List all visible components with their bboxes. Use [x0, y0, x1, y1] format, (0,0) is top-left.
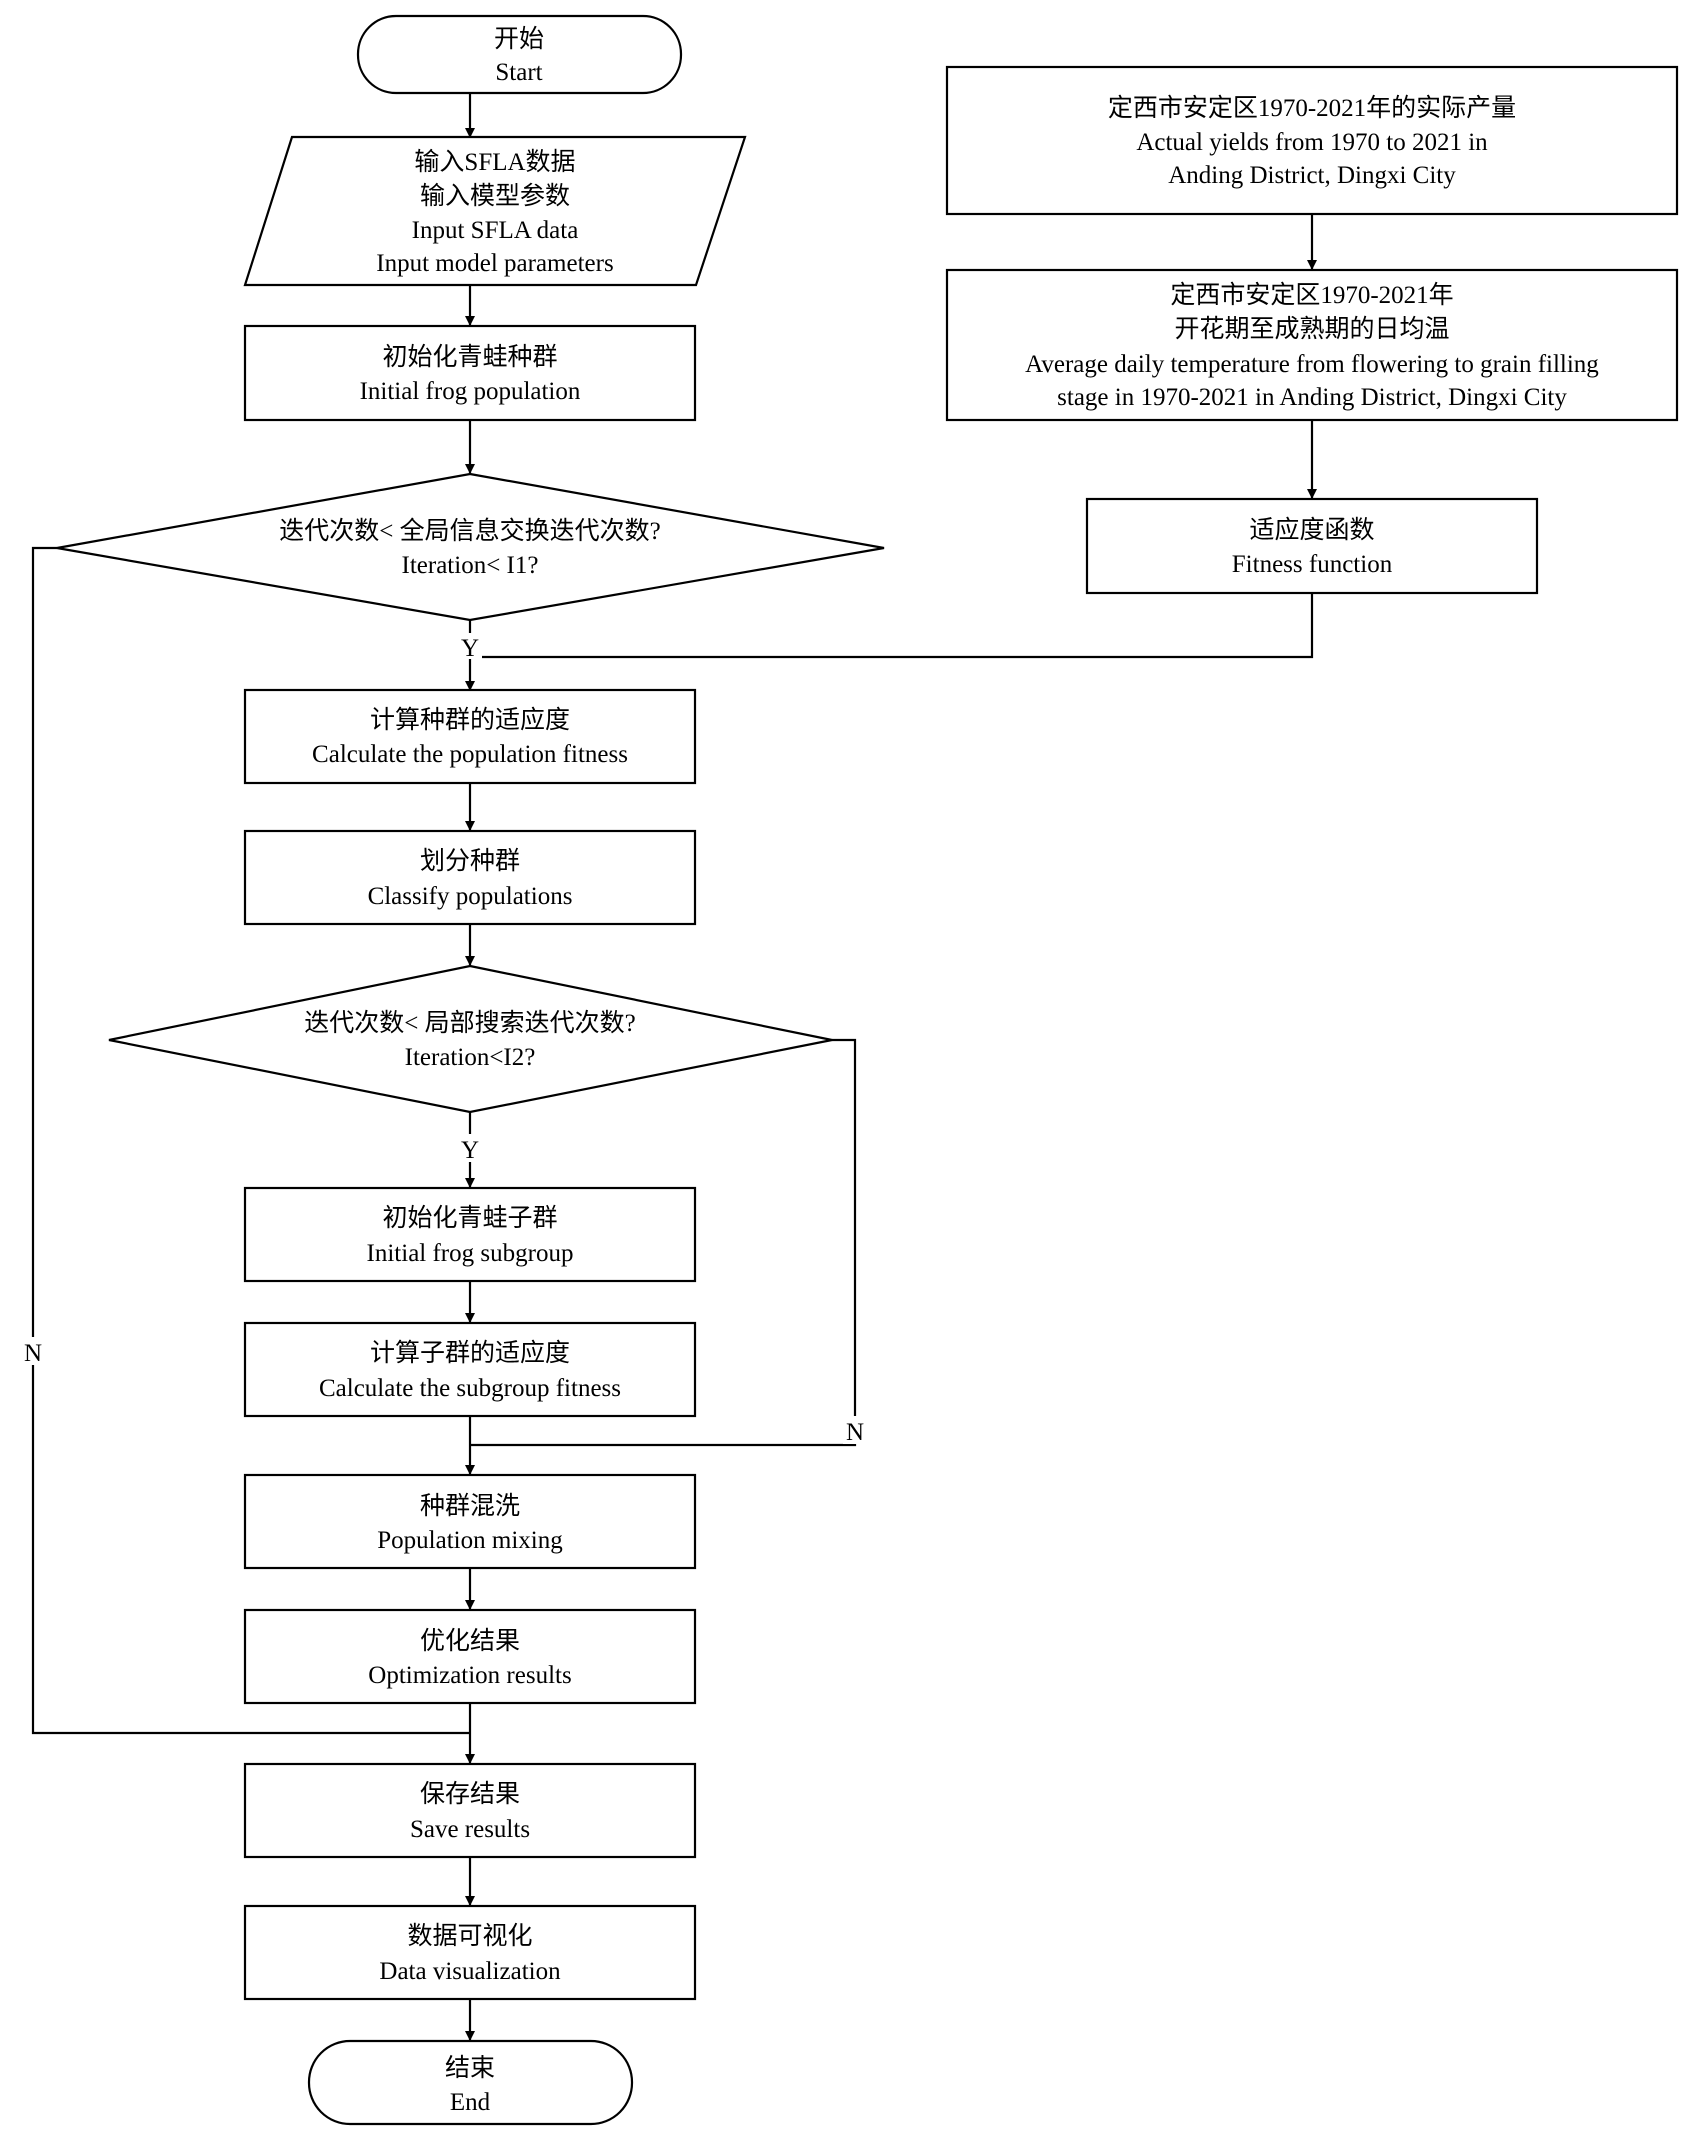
- label-global-no: N: [24, 1340, 42, 1367]
- fitness-function-label-zh: 适应度函数: [1249, 516, 1374, 544]
- decision-global-label-zh: 迭代次数< 全局信息交换迭代次数?: [279, 517, 660, 545]
- calc-population-fitness-label-en: Calculate the population fitness: [312, 741, 628, 768]
- label-global-yes: Y: [461, 635, 479, 662]
- end-node: 结束 End: [307, 2039, 634, 2126]
- save-node: 保存结果 Save results: [243, 1762, 697, 1859]
- mixing-node: 种群混洗 Population mixing: [243, 1473, 697, 1570]
- init-subgroup-label-en: Initial frog subgroup: [367, 1240, 574, 1267]
- end-label-zh: 结束: [445, 2054, 495, 2082]
- fitness-function-node: 适应度函数 Fitness function: [1085, 497, 1539, 595]
- init-subgroup-label-zh: 初始化青蛙子群: [382, 1204, 557, 1232]
- calc-subgroup-fitness-node: 计算子群的适应度 Calculate the subgroup fitness: [243, 1321, 697, 1418]
- connectors: [31, 93, 1317, 2041]
- start-label-zh: 开始: [494, 25, 544, 53]
- decision-local-label-zh: 迭代次数< 局部搜索迭代次数?: [304, 1009, 635, 1037]
- optimization-label-en: Optimization results: [368, 1662, 571, 1689]
- avg-temp-node: 定西市安定区1970-2021年 开花期至成熟期的日均温 Average dai…: [945, 268, 1679, 422]
- input-label-en2: Input model parameters: [376, 250, 613, 277]
- calc-population-fitness-label-zh: 计算种群的适应度: [370, 706, 570, 734]
- decision-local-label-en: Iteration<I2?: [405, 1044, 536, 1071]
- mixing-label-zh: 种群混洗: [420, 1492, 520, 1520]
- visualization-node: 数据可视化 Data visualization: [243, 1904, 697, 2001]
- edge-decision-global-no: [31, 546, 470, 1735]
- classify-node: 划分种群 Classify populations: [243, 829, 697, 926]
- avg-temp-label-zh1: 定西市安定区1970-2021年: [1170, 281, 1453, 309]
- actual-yields-label-en1: Actual yields from 1970 to 2021 in: [1136, 129, 1488, 156]
- decision-global-node: 迭代次数< 全局信息交换迭代次数? Iteration< I1?: [56, 472, 885, 622]
- decision-local-node: 迭代次数< 局部搜索迭代次数? Iteration<I2?: [108, 964, 833, 1114]
- input-node: 输入SFLA数据 输入模型参数 Input SFLA data Input mo…: [243, 135, 747, 287]
- init-population-label-en: Initial frog population: [360, 378, 581, 405]
- start-label-en: Start: [495, 59, 542, 86]
- calc-population-fitness-node: 计算种群的适应度 Calculate the population fitnes…: [243, 688, 697, 785]
- init-subgroup-node: 初始化青蛙子群 Initial frog subgroup: [243, 1186, 697, 1283]
- actual-yields-label-en2: Anding District, Dingxi City: [1168, 162, 1456, 189]
- optimization-node: 优化结果 Optimization results: [243, 1608, 697, 1705]
- edge-decision-local-no: [470, 1038, 857, 1447]
- input-label-zh1: 输入SFLA数据: [414, 148, 575, 176]
- avg-temp-label-zh2: 开花期至成熟期的日均温: [1174, 315, 1449, 343]
- optimization-label-zh: 优化结果: [420, 1627, 520, 1655]
- input-label-en1: Input SFLA data: [412, 217, 579, 244]
- init-population-node: 初始化青蛙种群 Initial frog population: [243, 324, 697, 422]
- start-node: 开始 Start: [356, 14, 683, 95]
- avg-temp-label-en2: stage in 1970-2021 in Anding District, D…: [1057, 384, 1567, 411]
- fitness-function-label-en: Fitness function: [1232, 551, 1393, 578]
- end-label-en: End: [450, 2089, 491, 2116]
- label-local-yes: Y: [461, 1137, 479, 1164]
- save-label-zh: 保存结果: [420, 1780, 520, 1808]
- visualization-label-zh: 数据可视化: [407, 1922, 532, 1950]
- actual-yields-label-zh: 定西市安定区1970-2021年的实际产量: [1108, 94, 1516, 122]
- edge-labels: Y N Y N: [21, 633, 867, 1446]
- input-label-zh2: 输入模型参数: [420, 182, 570, 210]
- edge-fitness-join: [470, 594, 1314, 659]
- save-label-en: Save results: [410, 1816, 530, 1843]
- classify-label-zh: 划分种群: [420, 847, 520, 875]
- actual-yields-node: 定西市安定区1970-2021年的实际产量 Actual yields from…: [945, 65, 1679, 216]
- calc-subgroup-fitness-label-en: Calculate the subgroup fitness: [319, 1375, 621, 1402]
- label-local-no: N: [846, 1419, 864, 1446]
- decision-global-label-en: Iteration< I1?: [402, 552, 539, 579]
- visualization-label-en: Data visualization: [379, 1958, 561, 1985]
- avg-temp-label-en1: Average daily temperature from flowering…: [1025, 351, 1599, 378]
- classify-label-en: Classify populations: [368, 883, 573, 910]
- calc-subgroup-fitness-label-zh: 计算子群的适应度: [370, 1339, 570, 1367]
- mixing-label-en: Population mixing: [377, 1527, 563, 1554]
- init-population-label-zh: 初始化青蛙种群: [382, 343, 557, 371]
